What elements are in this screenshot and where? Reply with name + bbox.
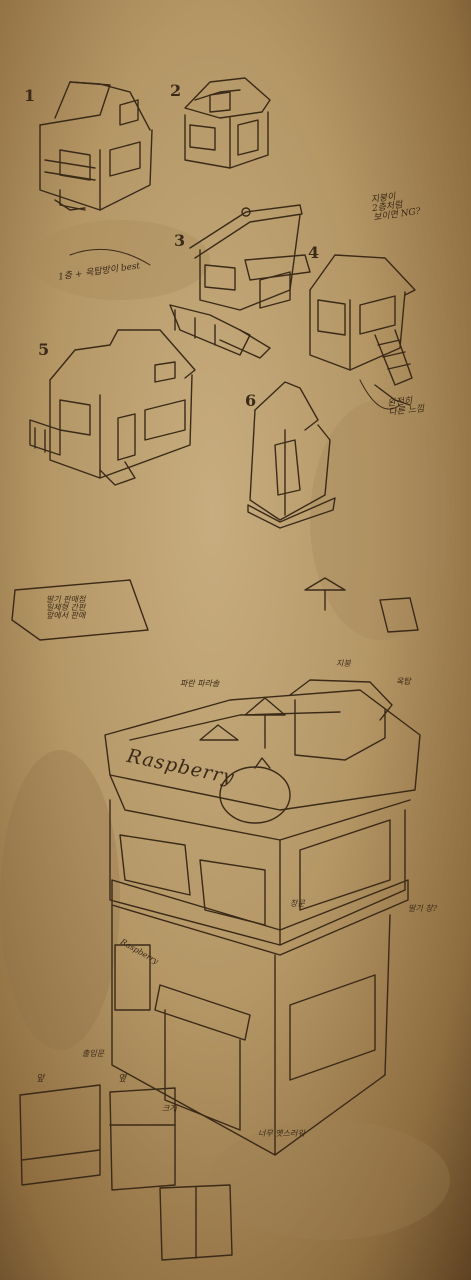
- house-sketch-5: [29, 329, 196, 486]
- note-12: 크게: [162, 1104, 177, 1113]
- note-11: 옆: [118, 1074, 127, 1084]
- paper-texture: [0, 220, 450, 1240]
- house-sketch-6: [247, 381, 336, 529]
- notes-doodles: [69, 248, 401, 410]
- raspberry-shop-main-sketch: [11, 577, 421, 1156]
- note-8: 창문: [290, 899, 305, 908]
- note-14: 너무 옛스러워: [258, 1129, 305, 1138]
- note-3: 완전히 다른 느낌: [387, 396, 425, 418]
- sketch-number-2: 2: [170, 81, 182, 100]
- sketch-number-6: 6: [245, 391, 257, 410]
- house-sketch-3: [169, 204, 311, 359]
- note-10: 앞: [36, 1074, 45, 1084]
- house-sketch-4: [309, 254, 416, 406]
- note-6: 지붕: [336, 659, 351, 668]
- sketch-number-4: 4: [308, 243, 320, 262]
- note-9: 출입문: [82, 1049, 105, 1058]
- elevation-sketches: [19, 1084, 233, 1261]
- sketch-number-5: 5: [38, 340, 50, 359]
- note-5: 파란 파라솔: [180, 679, 220, 688]
- note-7: 옥탑: [396, 677, 411, 686]
- house-sketch-1: [39, 81, 153, 211]
- house-sketch-2: [184, 77, 271, 169]
- sketch-number-3: 3: [174, 231, 186, 250]
- note-13: 딸기 창?: [408, 904, 437, 913]
- sketch-number-1: 1: [24, 86, 36, 105]
- note-4: 딸기 판매점 일체형 간판 앞에서 판매: [46, 595, 86, 620]
